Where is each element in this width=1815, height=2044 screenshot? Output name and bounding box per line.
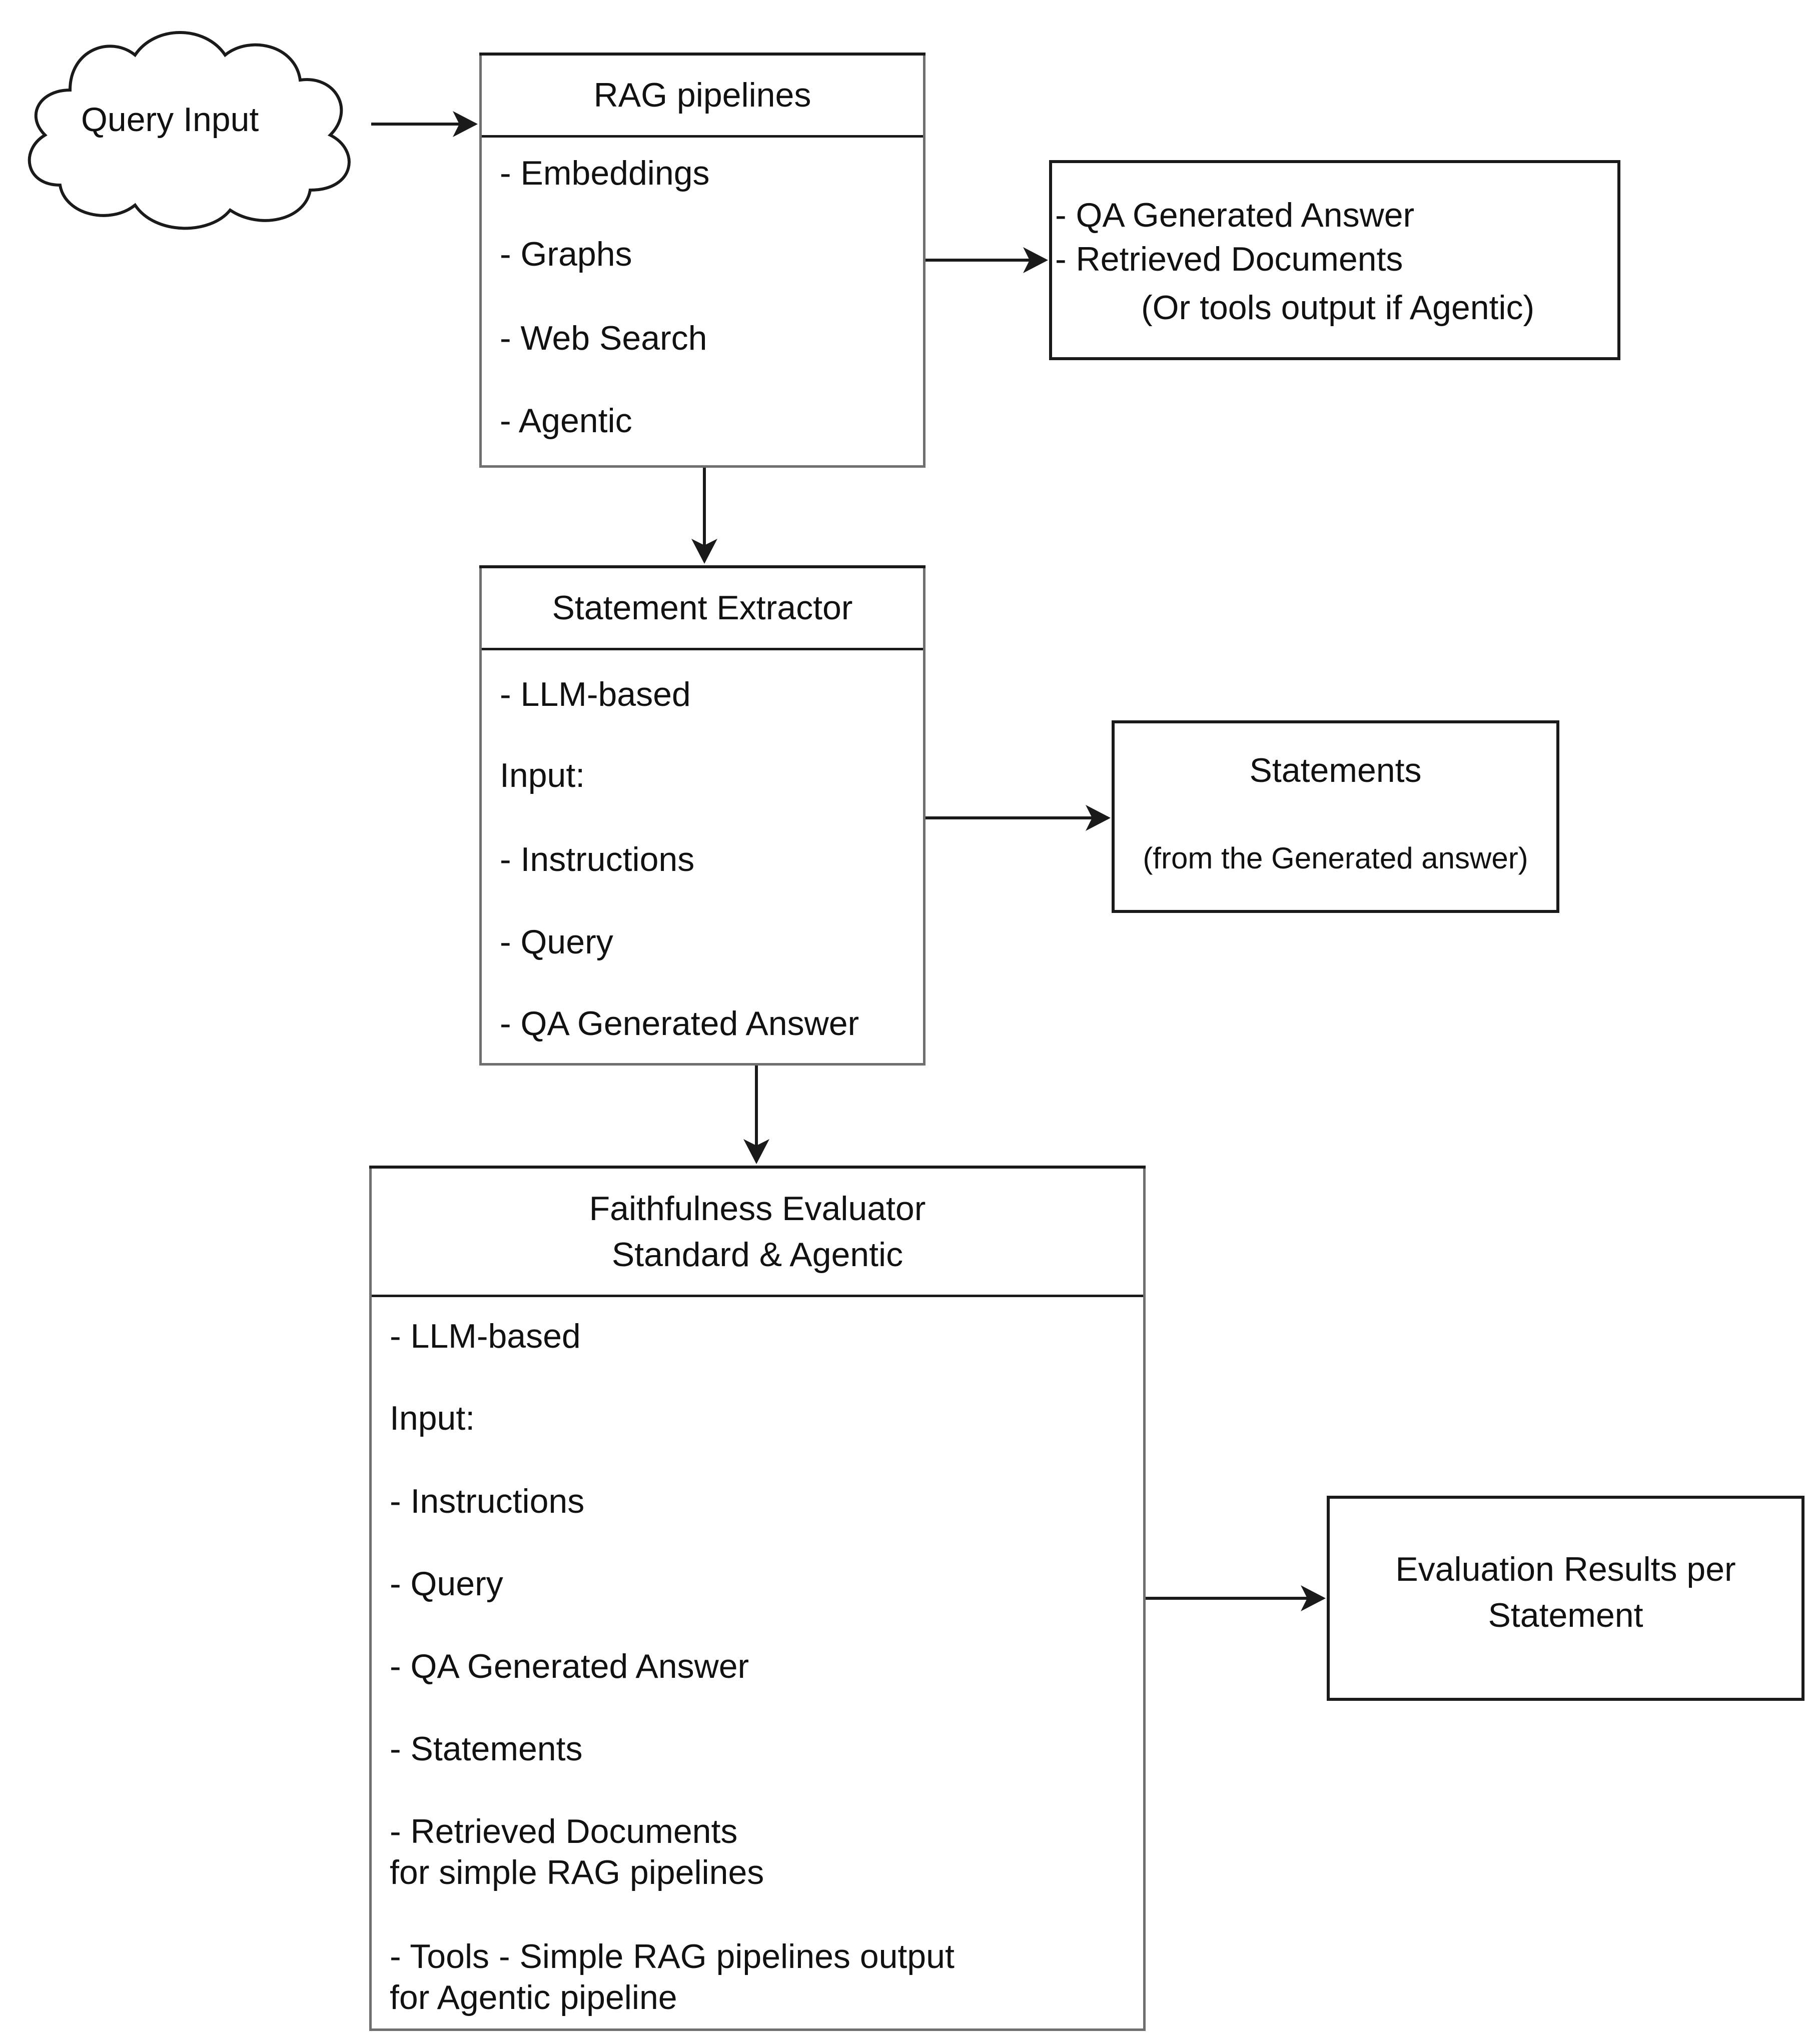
faithfulness-evaluator-item: - Statements bbox=[390, 1730, 583, 1768]
rag-pipelines-list: - Embeddings - Graphs - Web Search - Age… bbox=[500, 153, 913, 453]
faithfulness-evaluator-item: - Tools - Simple RAG pipelines output fo… bbox=[390, 1937, 955, 2016]
arrowhead bbox=[1301, 1585, 1326, 1611]
arrowhead bbox=[453, 111, 478, 137]
statement-extractor-title: Statement Extractor bbox=[482, 568, 923, 650]
faithfulness-evaluator-item: - QA Generated Answer bbox=[390, 1647, 749, 1685]
faithfulness-evaluator-item: - LLM-based bbox=[390, 1317, 581, 1355]
faithfulness-evaluator-item: Input: bbox=[390, 1399, 475, 1437]
rag-pipeline-item: - Web Search bbox=[500, 319, 707, 357]
statement-extractor-box: Statement Extractor - LLM-based Input: -… bbox=[479, 565, 926, 1066]
faithfulness-evaluator-list: - LLM-based Input: - Instructions - Quer… bbox=[390, 1316, 1133, 2016]
query-input-cloud bbox=[28, 31, 351, 230]
rag-output-line: - Retrieved Documents bbox=[1055, 240, 1403, 278]
faithfulness-evaluator-item: - Query bbox=[390, 1565, 503, 1603]
rag-pipelines-box: RAG pipelines - Embeddings - Graphs - We… bbox=[479, 53, 926, 468]
statement-extractor-top-border bbox=[479, 565, 926, 568]
rag-output-line: (Or tools output if Agentic) bbox=[1141, 289, 1535, 327]
rag-pipeline-item: - Embeddings bbox=[500, 154, 710, 192]
statements-output-title: Statements bbox=[1249, 751, 1422, 789]
evaluation-output-label: Evaluation Results per Statement bbox=[1395, 1550, 1736, 1634]
rag-pipelines-top-border bbox=[479, 53, 926, 56]
rag-pipeline-item: - Agentic bbox=[500, 402, 632, 440]
arrowhead bbox=[743, 1139, 769, 1164]
statement-extractor-list: - LLM-based Input: - Instructions - Quer… bbox=[500, 674, 913, 1054]
arrowhead bbox=[1086, 805, 1111, 831]
statement-extractor-item: Input: bbox=[500, 756, 585, 794]
statement-extractor-item: - LLM-based bbox=[500, 675, 691, 713]
rag-output-line: - QA Generated Answer bbox=[1055, 196, 1415, 234]
evaluation-output-box: Evaluation Results per Statement bbox=[1327, 1496, 1804, 1701]
faithfulness-evaluator-box: Faithfulness Evaluator Standard & Agenti… bbox=[369, 1166, 1146, 2031]
faithfulness-evaluator-item: - Instructions bbox=[390, 1482, 585, 1520]
statement-extractor-item: - Instructions bbox=[500, 840, 695, 878]
faithfulness-evaluator-top-border bbox=[369, 1166, 1146, 1169]
statement-extractor-item: - QA Generated Answer bbox=[500, 1004, 859, 1043]
faithfulness-evaluator-title: Faithfulness Evaluator Standard & Agenti… bbox=[372, 1168, 1143, 1297]
query-input-label: Query Input bbox=[81, 101, 259, 139]
arrowhead bbox=[691, 539, 717, 564]
arrowhead bbox=[1023, 247, 1048, 273]
statements-output-subtitle: (from the Generated answer) bbox=[1143, 841, 1528, 875]
statements-output-box: Statements (from the Generated answer) bbox=[1112, 720, 1559, 913]
statement-extractor-item: - Query bbox=[500, 923, 613, 961]
rag-pipelines-title: RAG pipelines bbox=[482, 55, 923, 138]
rag-output-box: - QA Generated Answer - Retrieved Docume… bbox=[1049, 160, 1620, 360]
rag-pipeline-item: - Graphs bbox=[500, 235, 632, 273]
faithfulness-evaluator-item: - Retrieved Documents for simple RAG pip… bbox=[390, 1812, 764, 1891]
